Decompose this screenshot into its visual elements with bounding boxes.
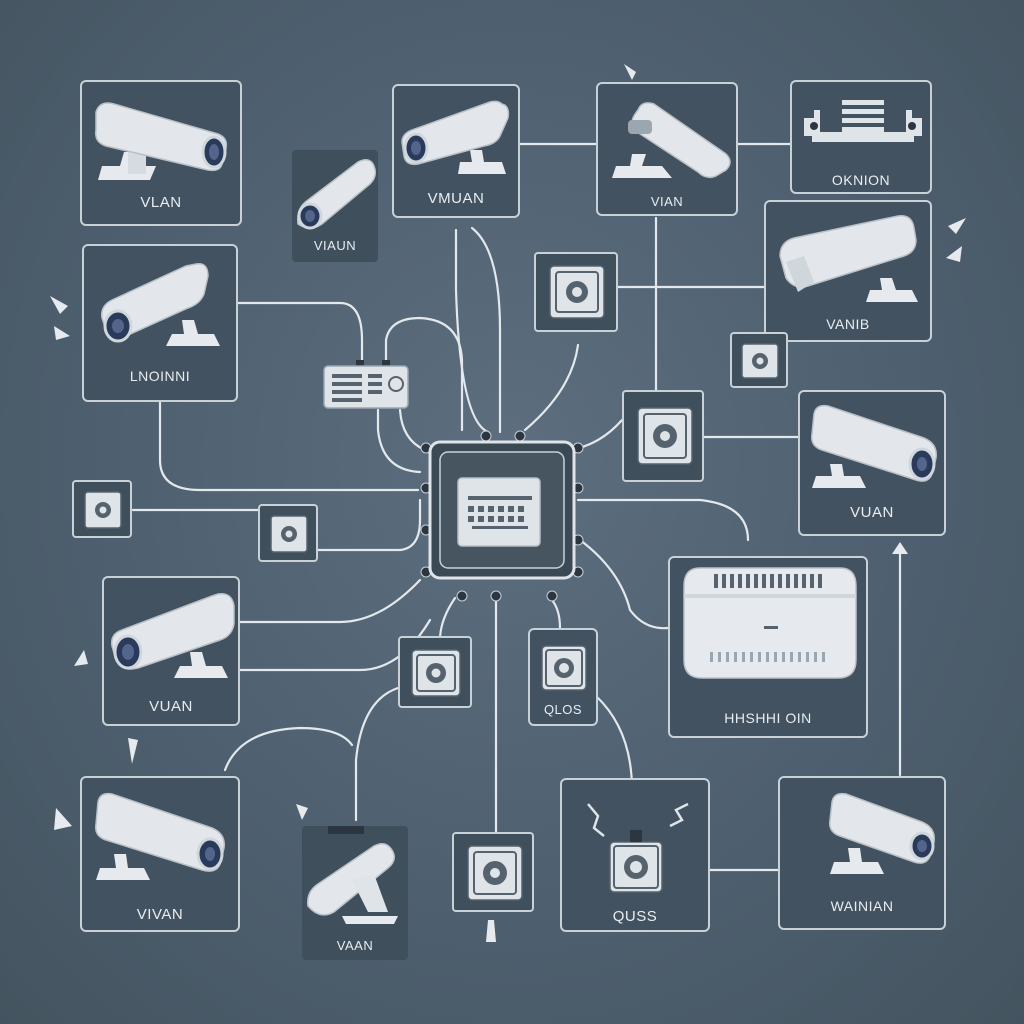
security-camera-icon <box>100 263 220 346</box>
camera-module-4[interactable] <box>72 480 132 538</box>
signal-tick-icon <box>50 296 70 340</box>
signal-tick-icon <box>54 808 72 830</box>
security-camera-icon <box>110 593 235 678</box>
router-panel[interactable]: HHSHHI OIN <box>668 556 868 738</box>
device-label: VIVAN <box>136 906 184 923</box>
signal-tick-icon <box>892 542 908 554</box>
camera-panel-vlan-1[interactable]: VLAN <box>80 80 242 226</box>
camera-panel-vanib[interactable]: VANIB <box>764 200 932 342</box>
signal-tick-icon <box>128 738 138 764</box>
security-camera-icon <box>94 102 228 180</box>
security-camera-icon <box>94 792 225 880</box>
device-label: QLOS <box>543 702 583 717</box>
security-camera-icon <box>306 826 398 924</box>
camera-module-3[interactable] <box>622 390 704 482</box>
camera-module-icon <box>270 515 308 553</box>
camera-panel-wainian[interactable]: WAINIAN <box>778 776 946 930</box>
device-label: HHSHHI OIN <box>724 710 812 726</box>
device-label: VUAN <box>850 504 894 521</box>
camera-module-7[interactable] <box>452 832 534 912</box>
network-switch-icon <box>804 100 922 142</box>
camera-panel-lnoinni[interactable]: LNOINNI <box>82 244 238 402</box>
camera-panel-vuan-right[interactable]: VUAN <box>798 390 946 536</box>
camera-unit-viaun[interactable]: VIAUN <box>292 150 378 262</box>
camera-unit-vaan[interactable]: VAAN <box>302 826 408 960</box>
security-camera-icon <box>779 215 918 302</box>
camera-panel-vmuan[interactable]: VMUAN <box>392 84 520 218</box>
device-label: VLAN <box>140 194 182 211</box>
camera-module-2[interactable] <box>730 332 788 388</box>
camera-module-icon <box>741 343 779 379</box>
camera-panel-vivan[interactable]: VIVAN <box>80 776 240 932</box>
device-label: WAINIAN <box>830 898 894 914</box>
camera-module-icon <box>84 491 122 529</box>
device-label: OKNION <box>831 172 891 188</box>
module-panel-quss[interactable]: QUSS <box>560 778 710 932</box>
camera-module-icon <box>541 645 587 691</box>
signal-tick-icon <box>486 920 496 942</box>
camera-module-1[interactable] <box>534 252 618 332</box>
camera-module-icon <box>549 265 605 319</box>
signal-tick-icon <box>296 804 308 820</box>
central-hub[interactable] <box>428 440 576 580</box>
device-label: QUSS <box>612 908 658 925</box>
connector-box[interactable] <box>322 360 410 412</box>
signal-tick-icon <box>74 650 88 666</box>
connector-box-icon <box>323 360 409 409</box>
camera-module-icon <box>587 802 689 893</box>
security-camera-icon <box>612 102 731 179</box>
device-label: LNOINNI <box>129 368 191 384</box>
camera-module-icon <box>637 407 693 465</box>
camera-panel-vian[interactable]: VIAN <box>596 82 738 216</box>
module-panel-qlos[interactable]: QLOS <box>528 628 598 726</box>
device-label: VUAN <box>149 698 193 715</box>
camera-panel-vuan-left[interactable]: VUAN <box>102 576 240 726</box>
device-label: VIAN <box>650 194 684 209</box>
signal-tick-icon <box>624 64 636 80</box>
device-label: VMUAN <box>427 190 485 207</box>
camera-module-icon <box>411 649 461 697</box>
security-camera-icon <box>401 100 510 174</box>
camera-module-icon <box>467 845 523 901</box>
camera-module-6[interactable] <box>398 636 472 708</box>
switch-panel-oknion[interactable]: OKNION <box>790 80 932 194</box>
camera-module-5[interactable] <box>258 504 318 562</box>
device-label: VANIB <box>826 316 870 332</box>
security-camera-icon <box>296 159 377 230</box>
device-label: VIAUN <box>313 238 357 253</box>
network-switch-icon <box>428 440 576 580</box>
router-icon <box>683 567 857 679</box>
signal-tick-icon <box>946 218 966 262</box>
device-label: VAAN <box>336 938 374 953</box>
security-camera-icon <box>810 404 937 488</box>
security-camera-icon <box>828 792 935 874</box>
